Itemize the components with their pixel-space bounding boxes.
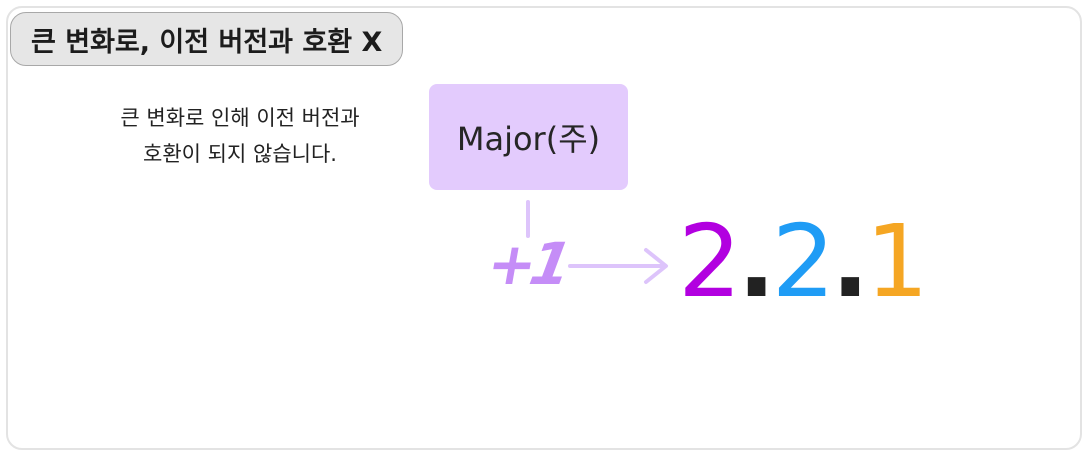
version-number: 2 . 2 . 1 [678, 212, 929, 312]
version-patch: 1 [865, 203, 929, 320]
version-separator-1: . [737, 203, 776, 320]
version-separator-2: . [831, 203, 870, 320]
increment-text: +1 [482, 230, 571, 298]
version-minor: 2 [771, 203, 836, 320]
description: 큰 변화로 인해 이전 버전과 호환이 되지 않습니다. [70, 100, 410, 172]
increment-badge: +1 +1 [477, 225, 583, 303]
version-major: 2 [678, 203, 742, 320]
diagram-card [6, 6, 1082, 450]
title-badge: 큰 변화로, 이전 버전과 호환 X [10, 12, 404, 66]
description-line-1: 큰 변화로 인해 이전 버전과 [120, 106, 360, 130]
major-label-box: Major(주) [429, 84, 628, 190]
description-line-2: 호환이 되지 않습니다. [143, 142, 337, 166]
